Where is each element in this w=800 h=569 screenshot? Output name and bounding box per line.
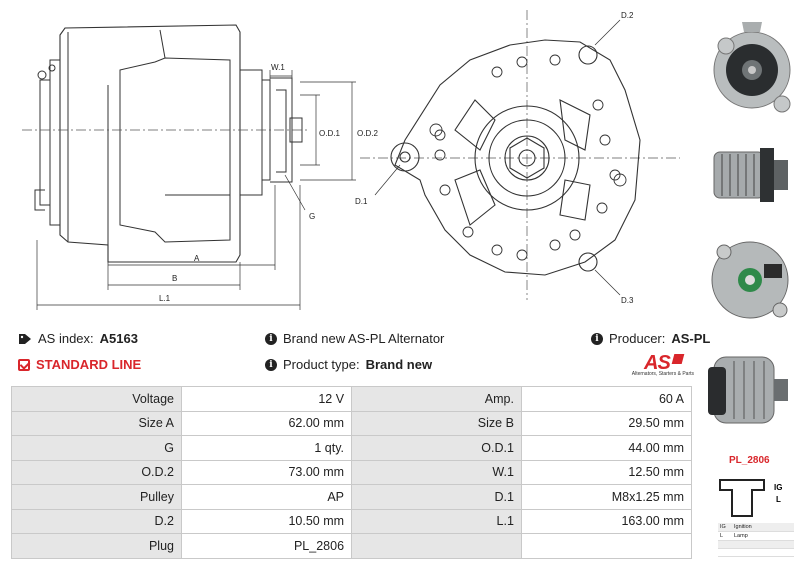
standard-line-label: STANDARD LINE (36, 357, 142, 372)
label-od1: O.D.1 (319, 129, 340, 138)
plug-code: PL_2806 (729, 455, 770, 466)
label-od2: O.D.2 (357, 129, 378, 138)
spec-value: 44.00 mm (520, 435, 693, 461)
as-index-row: AS index: A5163 (18, 331, 138, 346)
legend-desc: Ignition (732, 523, 794, 532)
product-photo-rear (711, 241, 789, 319)
spec-label: L.1 (351, 508, 522, 534)
product-photo-angle (708, 356, 788, 424)
spec-label: D.1 (351, 484, 522, 510)
info-icon: i (265, 358, 277, 371)
pin-ig: IG (774, 483, 782, 492)
brand-row: i Brand new AS-PL Alternator (265, 331, 444, 346)
spec-label: Pulley (11, 484, 182, 510)
pin-l: L (776, 495, 781, 504)
product-type-row: i Product type: Brand new (265, 357, 432, 372)
legend-code (718, 548, 732, 557)
label-d2: D.2 (621, 11, 634, 20)
legend-desc (732, 540, 794, 549)
legend-desc: Lamp (732, 531, 794, 541)
spec-label: Size A (11, 410, 182, 436)
as-index-label: AS index: (38, 331, 94, 346)
product-type-value: Brand new (365, 357, 433, 372)
spec-value: 73.00 mm (180, 459, 353, 485)
checkbox-icon (18, 358, 30, 371)
logo-square-icon (671, 354, 685, 364)
producer-row: i Producer: AS-PL (591, 331, 710, 346)
spec-value: 12 V (180, 386, 353, 412)
spec-label: D.2 (11, 508, 182, 534)
label-l1: L.1 (159, 294, 171, 303)
spec-label: W.1 (351, 459, 522, 485)
product-photo-front (713, 22, 791, 113)
spec-value: 62.00 mm (180, 410, 353, 436)
legend-code: L (718, 531, 732, 541)
label-g: G (309, 212, 315, 221)
spec-value (520, 533, 693, 559)
label-w1: W.1 (271, 63, 285, 72)
spec-label (351, 533, 522, 559)
spec-label: G (11, 435, 182, 461)
as-logo: AS Alternators, Starters & Parts (626, 352, 694, 378)
spec-label: O.D.1 (351, 435, 522, 461)
plug-diagram: IG L (719, 479, 782, 517)
logo-tagline: Alternators, Starters & Parts (631, 371, 694, 377)
legend-row (718, 548, 794, 557)
product-type-label: Product type: (283, 357, 360, 372)
spec-value: M8x1.25 mm (520, 484, 693, 510)
info-icon: i (591, 332, 603, 345)
producer-value: AS-PL (671, 331, 711, 346)
legend-code (718, 540, 732, 549)
spec-value: 10.50 mm (180, 508, 353, 534)
technical-drawing: W.1 O.D.1 O.D.2 G A B L.1 D.1 D.2 D.3 (22, 10, 680, 310)
label-d3: D.3 (621, 296, 634, 305)
spec-label: Size B (351, 410, 522, 436)
legend-desc (732, 548, 794, 557)
spec-label: Voltage (11, 386, 182, 412)
spec-value: AP (180, 484, 353, 510)
label-d1: D.1 (355, 197, 368, 206)
producer-label: Producer: (609, 331, 666, 346)
spec-label: Amp. (351, 386, 522, 412)
standard-line-row: STANDARD LINE (18, 357, 141, 372)
label-b: B (172, 274, 177, 283)
spec-label: O.D.2 (11, 459, 182, 485)
spec-value: 12.50 mm (520, 459, 693, 485)
product-photo-side (713, 148, 788, 202)
spec-value: 163.00 mm (520, 508, 693, 534)
logo-text: AS (644, 352, 671, 374)
spec-value: 60 A (520, 386, 693, 412)
as-index-value: A5163 (99, 331, 138, 346)
spec-value: PL_2806 (180, 533, 353, 559)
brand-label: Brand new AS-PL Alternator (283, 331, 445, 346)
tag-icon (19, 333, 31, 344)
info-icon: i (265, 332, 277, 345)
legend-row (718, 540, 794, 549)
spec-value: 1 qty. (180, 435, 353, 461)
legend-code: IG (718, 523, 732, 532)
spec-value: 29.50 mm (520, 410, 693, 436)
label-a: A (194, 254, 200, 263)
spec-label: Plug (11, 533, 182, 559)
